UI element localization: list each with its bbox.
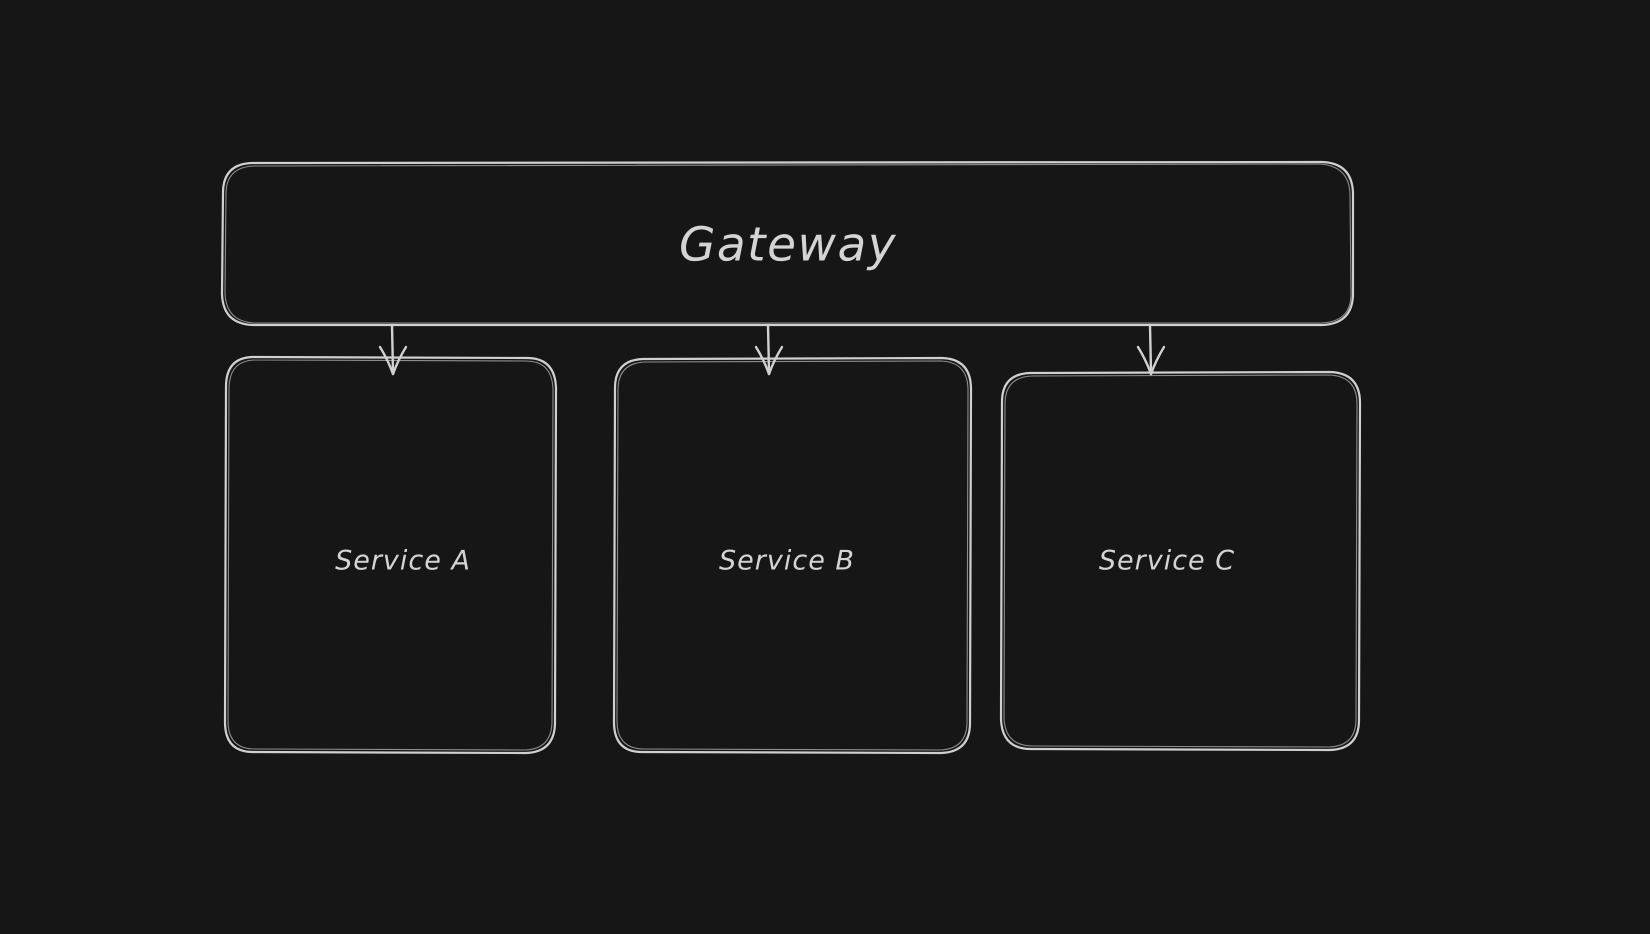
edge-gateway-to-service-b[interactable]: [754, 323, 784, 376]
node-service-c-shape[interactable]: [999, 370, 1362, 752]
node-service-b-shape[interactable]: [612, 356, 973, 755]
node-gateway-shape[interactable]: [220, 160, 1355, 327]
edge-gateway-to-service-a[interactable]: [378, 323, 408, 376]
edge-gateway-to-service-c[interactable]: [1136, 323, 1166, 376]
node-service-a-shape[interactable]: [223, 355, 558, 755]
